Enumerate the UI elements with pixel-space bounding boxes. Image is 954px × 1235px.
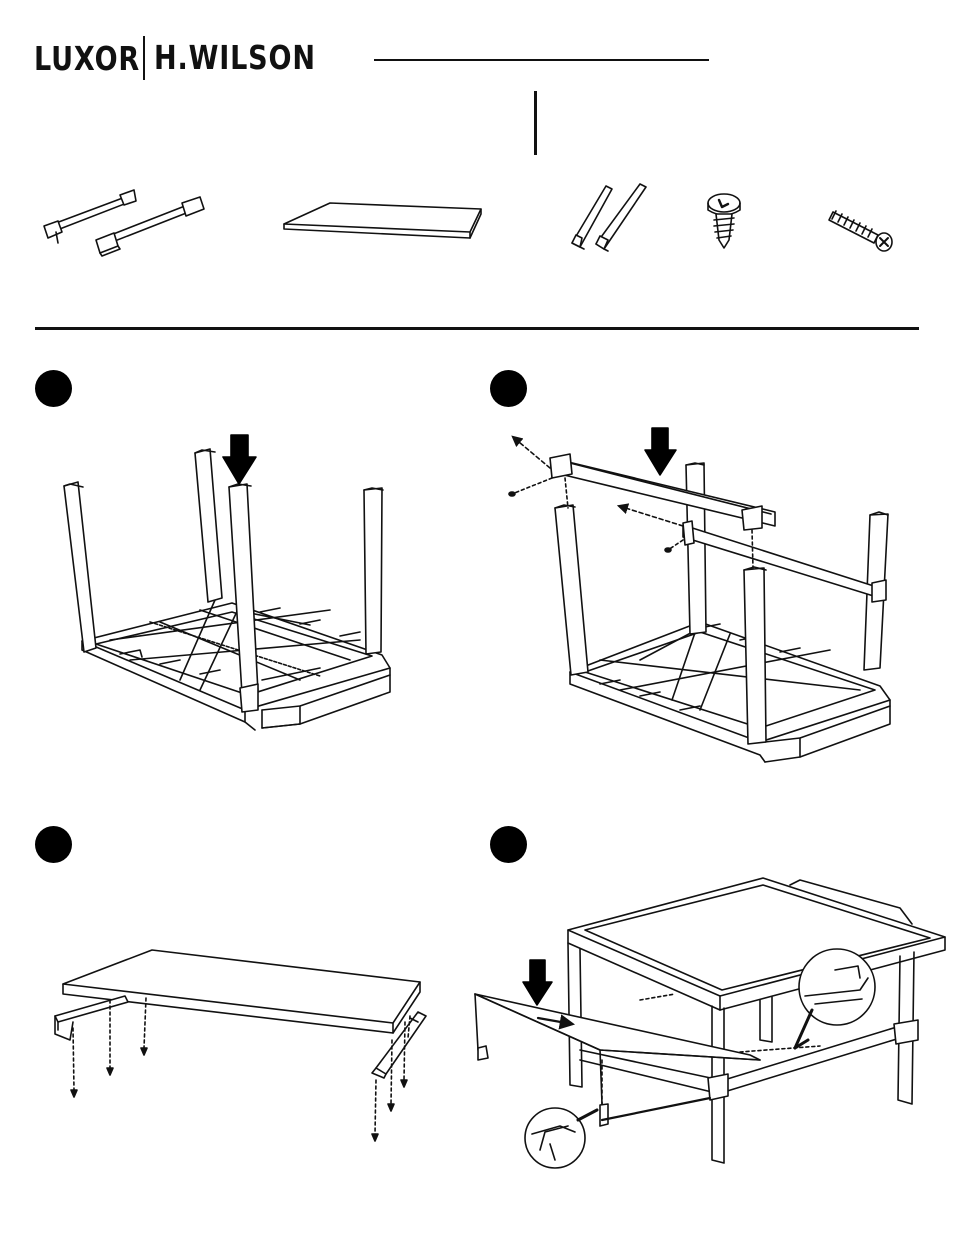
machine-bolt-icon [829,211,892,251]
wood-screw-icon [708,194,740,248]
attach-crossbar-illustration [509,428,890,762]
slide-shelf-illustration [475,878,945,1168]
insert-legs-illustration [64,435,390,730]
shelf-rails-icon [572,184,646,251]
shelf-panel-icon [284,203,481,238]
crossbar-brackets-icon [44,190,204,256]
attach-shelf-rails-illustration [55,950,426,1141]
